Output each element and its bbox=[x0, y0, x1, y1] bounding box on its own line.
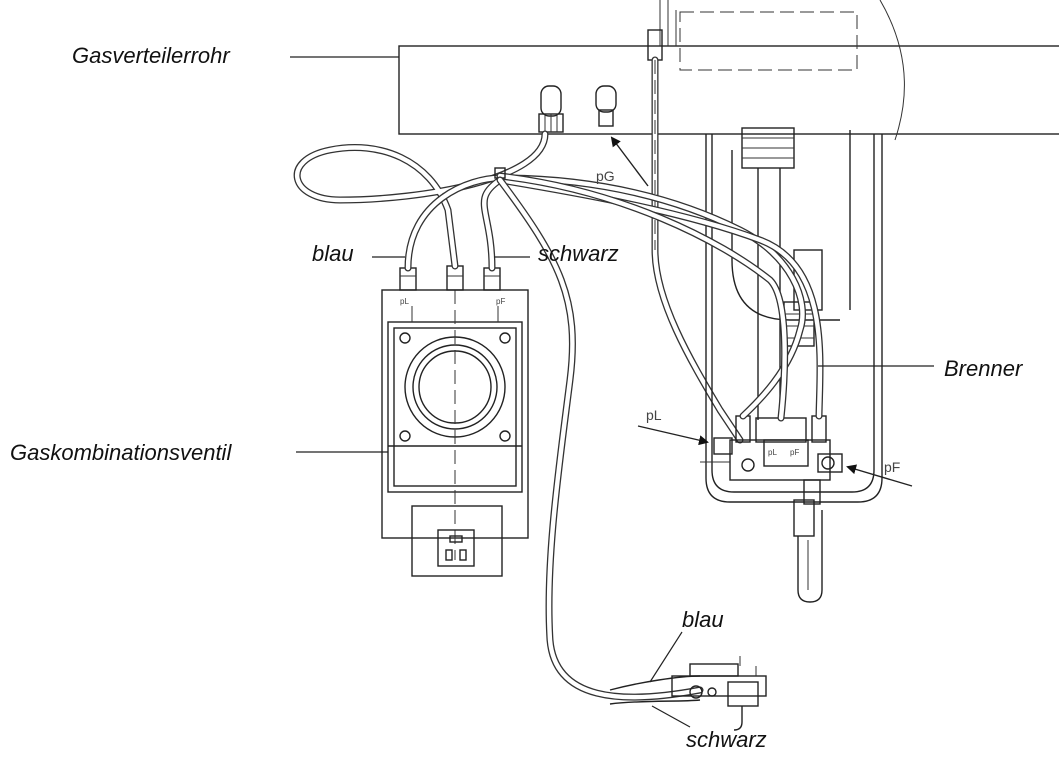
label-blau-top: blau bbox=[312, 241, 354, 266]
gas-manifold bbox=[398, 0, 1059, 141]
burner-port-label-pf: pF bbox=[790, 448, 799, 457]
hose-to-pressure-switch bbox=[496, 176, 704, 701]
label-gasverteilerrohr: Gasverteilerrohr bbox=[72, 43, 231, 68]
pressure-switch-assembly bbox=[609, 656, 767, 731]
label-gaskombinationsventil: Gaskombinationsventil bbox=[10, 440, 232, 465]
burner-valve-block: pL pF bbox=[700, 415, 843, 481]
arrow-pg bbox=[610, 136, 649, 187]
leader-blau-bottom bbox=[649, 631, 683, 683]
label-pl: pL bbox=[646, 407, 662, 423]
hose-blue-to-burner bbox=[404, 174, 806, 420]
label-pf: pF bbox=[884, 459, 900, 475]
burner-port-label-pl: pL bbox=[768, 448, 777, 457]
label-brenner: Brenner bbox=[944, 356, 1024, 381]
manifold-vertical-tube bbox=[647, 29, 744, 444]
leader-schwarz-bottom bbox=[651, 705, 691, 728]
valve-port-label-pl: pL bbox=[400, 297, 409, 306]
valve-port-label-pf: pF bbox=[496, 297, 505, 306]
manifold-test-nipple-pg bbox=[595, 85, 617, 127]
gas-combination-valve: pL pF bbox=[381, 265, 529, 577]
label-blau-bottom: blau bbox=[682, 607, 724, 632]
manifold-test-nipple-left bbox=[538, 85, 564, 133]
label-pg: pG bbox=[596, 168, 615, 184]
arrow-pf bbox=[846, 464, 913, 487]
hose-black-to-burner bbox=[480, 176, 824, 420]
label-schwarz-bottom: schwarz bbox=[686, 727, 767, 752]
burner-outlet-pipe bbox=[793, 479, 823, 603]
arrow-pl bbox=[637, 425, 709, 446]
label-schwarz-top: schwarz bbox=[538, 241, 619, 266]
